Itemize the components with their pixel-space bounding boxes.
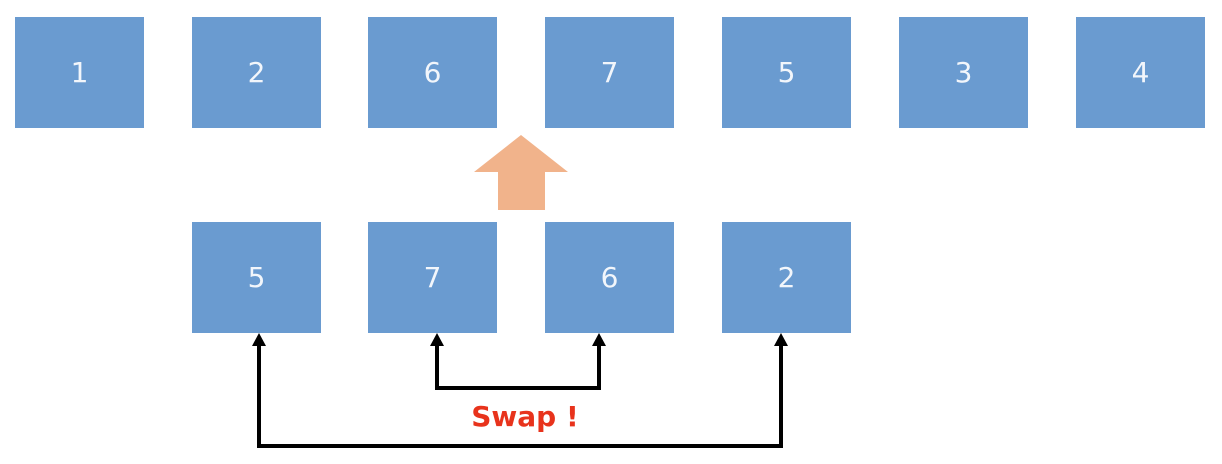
outer-swap-connector xyxy=(257,343,783,448)
top-array-cell: 1 xyxy=(15,17,144,128)
bottom-array-cell: 7 xyxy=(368,222,497,333)
bottom-array-cell: 2 xyxy=(722,222,851,333)
top-array-cell: 7 xyxy=(545,17,674,128)
inner-swap-connector xyxy=(435,343,601,390)
arrowhead-up-icon xyxy=(774,333,788,346)
up-arrow-icon xyxy=(474,135,568,210)
arrowhead-up-icon xyxy=(430,333,444,346)
swap-label: Swap ! xyxy=(471,400,579,433)
arrowhead-up-icon xyxy=(252,333,266,346)
top-array-cell: 6 xyxy=(368,17,497,128)
top-array-cell: 3 xyxy=(899,17,1028,128)
top-array-cell: 5 xyxy=(722,17,851,128)
top-array-cell: 2 xyxy=(192,17,321,128)
top-array-cell: 4 xyxy=(1076,17,1205,128)
bottom-array-cell: 6 xyxy=(545,222,674,333)
bottom-array-cell: 5 xyxy=(192,222,321,333)
arrowhead-up-icon xyxy=(592,333,606,346)
